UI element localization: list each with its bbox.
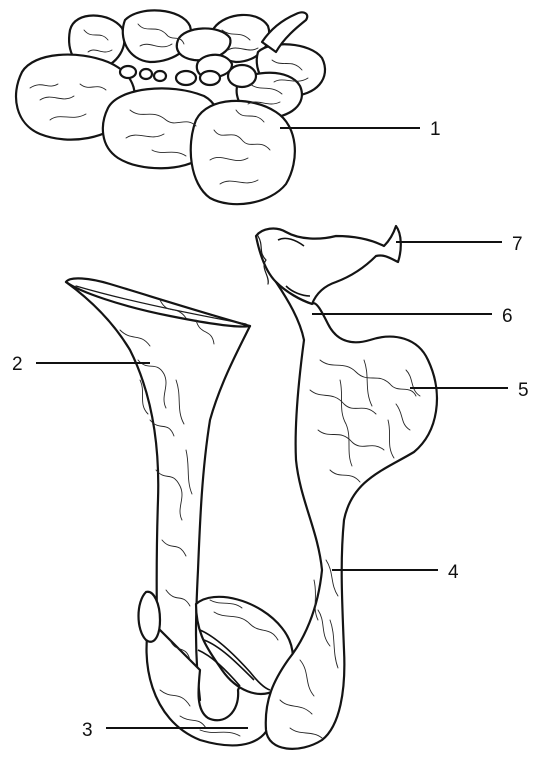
label-5: 5 — [518, 380, 529, 401]
label-4: 4 — [448, 562, 459, 583]
lobed-cluster — [16, 10, 325, 204]
label-2: 2 — [12, 354, 23, 375]
label-6: 6 — [502, 306, 513, 327]
label-3: 3 — [82, 720, 93, 741]
label-1: 1 — [430, 119, 441, 140]
right-tube — [256, 226, 437, 749]
label-7: 7 — [512, 234, 523, 255]
